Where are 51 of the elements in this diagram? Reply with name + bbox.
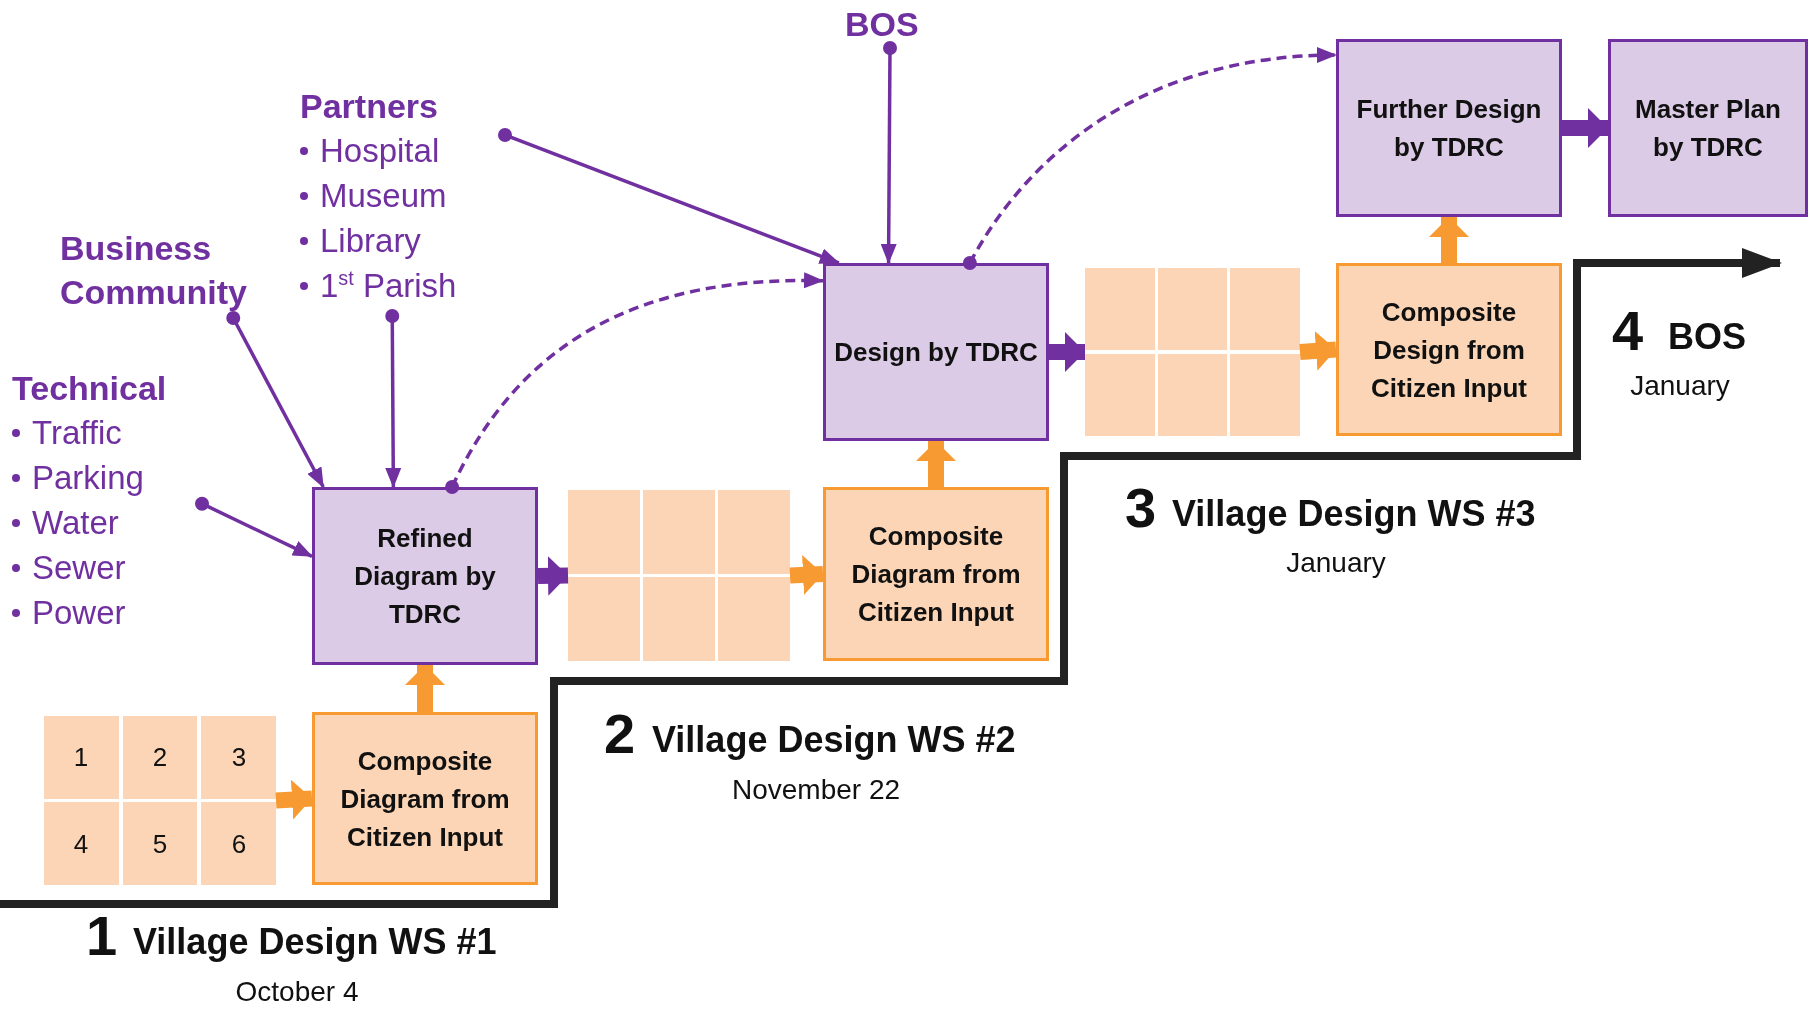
step-date: January bbox=[1286, 549, 1386, 577]
arrow bbox=[385, 309, 402, 488]
step-title: BOS bbox=[1668, 319, 1746, 355]
list-item: Power bbox=[32, 592, 126, 633]
process-box: Composite Diagram from Citizen Input bbox=[823, 487, 1049, 661]
list-item: Traffic bbox=[32, 412, 122, 453]
step-title: Village Design WS #3 bbox=[1172, 496, 1536, 532]
step-number: 4 bbox=[1612, 303, 1644, 359]
step-number: 1 bbox=[86, 908, 118, 964]
dashed-arrow bbox=[962, 47, 1337, 270]
process-box: Further Design by TDRC bbox=[1336, 39, 1562, 217]
list-item: Water bbox=[32, 502, 119, 543]
process-box: Composite Diagram from Citizen Input bbox=[312, 712, 538, 885]
step-date: November 22 bbox=[731, 776, 901, 804]
cell-grid bbox=[44, 716, 276, 885]
step-date: October 4 bbox=[235, 978, 359, 1006]
step-date: January bbox=[1630, 372, 1730, 400]
block-arrow bbox=[1299, 330, 1337, 371]
process-box: Refined Diagram by TDRC bbox=[312, 487, 538, 665]
group-heading: BOS bbox=[845, 4, 920, 45]
list-item: Library bbox=[320, 220, 421, 261]
block-arrow bbox=[275, 779, 313, 820]
group-heading: Technical bbox=[12, 368, 168, 409]
block-arrow bbox=[916, 441, 956, 487]
process-box: Composite Design from Citizen Input bbox=[1336, 263, 1562, 436]
step-title: Village Design WS #2 bbox=[652, 722, 1016, 758]
block-arrow bbox=[1429, 217, 1469, 263]
list-item: Museum bbox=[320, 175, 447, 216]
group-heading: Partners bbox=[300, 86, 439, 127]
list-item: Parking bbox=[32, 457, 144, 498]
step-title: Village Design WS #1 bbox=[133, 924, 497, 960]
arrow bbox=[195, 496, 313, 558]
process-box: Design by TDRC bbox=[823, 263, 1049, 441]
cell-grid bbox=[1085, 268, 1300, 436]
list-item: 1$^{st}$ Parish bbox=[320, 265, 457, 306]
cell-grid bbox=[568, 490, 790, 661]
block-arrow bbox=[1562, 108, 1608, 148]
step-number: 2 bbox=[604, 706, 636, 762]
step-number: 3 bbox=[1125, 480, 1157, 536]
block-arrow bbox=[537, 555, 569, 596]
block-arrow bbox=[789, 554, 824, 595]
group-heading: Business Community bbox=[60, 228, 248, 313]
arrow bbox=[498, 128, 840, 265]
arrow bbox=[880, 41, 897, 264]
list-item: Sewer bbox=[32, 547, 126, 588]
dashed-arrow bbox=[445, 272, 824, 494]
process-box: Master Plan by TDRC bbox=[1608, 39, 1808, 217]
arrow bbox=[226, 311, 325, 488]
block-arrow bbox=[1049, 332, 1085, 372]
list-item: Hospital bbox=[320, 130, 440, 171]
block-arrow bbox=[405, 665, 445, 712]
